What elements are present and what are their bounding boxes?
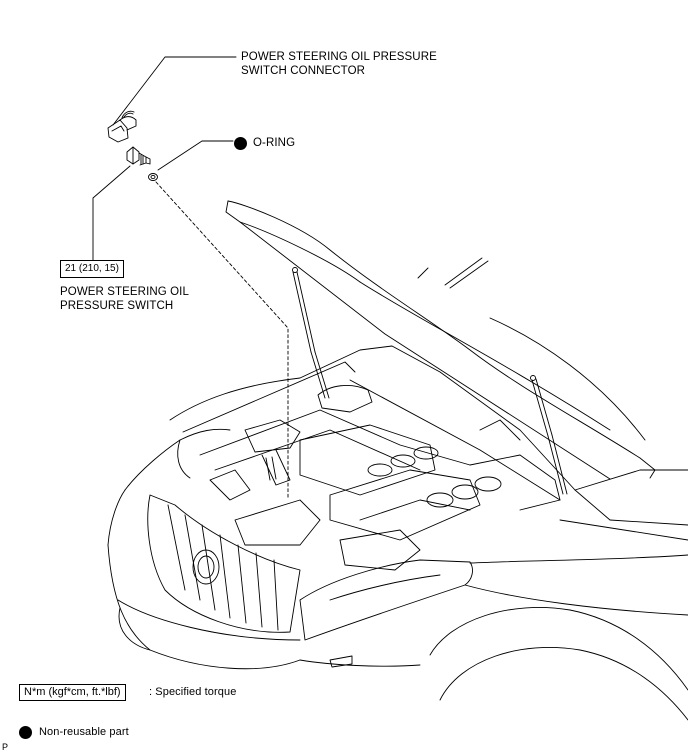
hood (225, 200, 656, 480)
legend-torque-description: : Specified torque (149, 686, 237, 698)
switch-label-line2: PRESSURE SWITCH (60, 300, 174, 312)
oring-leader-line (157, 140, 234, 171)
engine-bay (169, 345, 611, 571)
legend-torque-box: N*m (kgf*cm, ft.*lbf) (19, 684, 126, 701)
torque-value-box: 21 (210, 15) (60, 260, 124, 278)
hood-struts (292, 267, 568, 495)
corner-mark: P (2, 742, 9, 752)
legend-nonreusable-icon (19, 726, 32, 739)
oring-label: O-RING (253, 137, 296, 149)
switch-connector-part (107, 110, 137, 143)
connector-label-line1: POWER STEERING OIL PRESSURE (241, 51, 437, 63)
installation-dashed-line (155, 181, 289, 499)
connector-leader-line (112, 56, 237, 126)
legend-nonreusable-description: Non-reusable part (39, 726, 129, 738)
connector-label-line2: SWITCH CONNECTOR (241, 65, 366, 77)
oring-part (148, 173, 158, 181)
switch-label-line1: POWER STEERING OIL (60, 286, 189, 298)
vehicle-body (107, 428, 688, 721)
pressure-switch-part (126, 146, 151, 166)
switch-leader-line (92, 165, 131, 261)
switch-callout-label: POWER STEERING OIL PRESSURE SWITCH (60, 285, 189, 313)
connector-callout-label: POWER STEERING OIL PRESSURE SWITCH CONNE… (241, 50, 437, 78)
nonreusable-marker-icon (234, 137, 247, 150)
